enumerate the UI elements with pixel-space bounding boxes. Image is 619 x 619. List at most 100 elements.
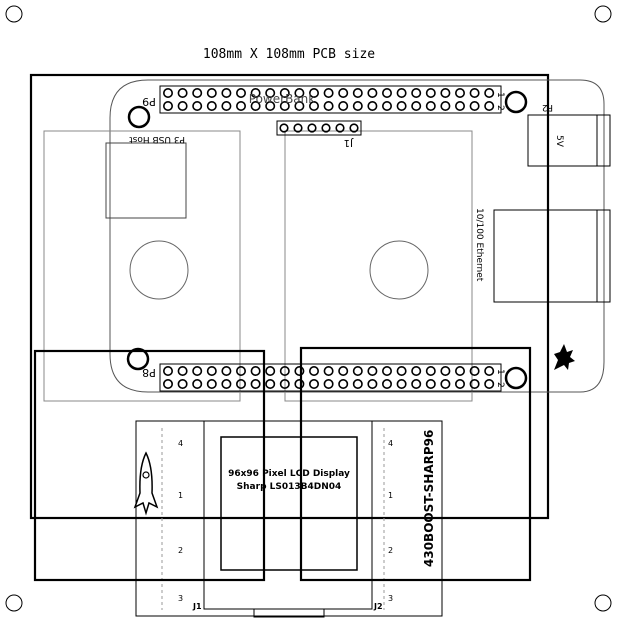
corner-hole-top-left xyxy=(5,5,23,23)
header-pin xyxy=(425,378,436,389)
j1-pin xyxy=(321,123,331,133)
j1-pin xyxy=(279,123,289,133)
mount-hole-p8-left xyxy=(126,347,150,371)
header-pin xyxy=(440,378,451,389)
corner-hole-bottom-right xyxy=(594,594,612,612)
boosterpack-name: 430BOOST-SHARP96 xyxy=(422,430,436,567)
boosterpack-j2-pin-number: 1 xyxy=(388,491,393,500)
header-pin xyxy=(454,88,465,99)
header-pin xyxy=(192,365,203,376)
lcd-description-line2: Sharp LS013B4DN04 xyxy=(237,482,342,492)
left-large-circle xyxy=(129,240,189,300)
header-pin xyxy=(411,101,422,112)
header-pin xyxy=(177,101,188,112)
header-p8-label: P8 xyxy=(142,366,156,379)
header-pin xyxy=(279,88,290,99)
header-pin xyxy=(221,378,232,389)
j1-header-outline xyxy=(276,120,362,136)
header-pin xyxy=(425,365,436,376)
header-pin xyxy=(279,365,290,376)
header-pin xyxy=(469,378,480,389)
header-pin xyxy=(221,101,232,112)
j1-label: J1 xyxy=(344,137,354,148)
header-pin xyxy=(192,88,203,99)
header-pin xyxy=(352,101,363,112)
header-pin xyxy=(338,88,349,99)
header-pin xyxy=(250,88,261,99)
header-pin xyxy=(381,378,392,389)
pcb-outline xyxy=(29,73,550,520)
lcd-tab xyxy=(253,608,325,618)
header-pin xyxy=(425,88,436,99)
header-pin xyxy=(294,88,305,99)
header-pin xyxy=(236,378,247,389)
pcb-size-title: 108mm X 108mm PCB size xyxy=(203,47,375,62)
header-pin xyxy=(265,365,276,376)
header-pin xyxy=(294,365,305,376)
ethernet-jack-tip xyxy=(596,209,611,303)
lcd-screen xyxy=(220,436,358,571)
header-pin xyxy=(163,101,174,112)
header-pin xyxy=(192,101,203,112)
boosterpack-j1-label: J1 xyxy=(192,602,202,611)
power-bank-label: PowerBank xyxy=(249,92,315,106)
power-jack-tip xyxy=(596,114,611,167)
header-pin xyxy=(367,88,378,99)
header-pin xyxy=(221,365,232,376)
boosterpack-j1-pin-number: 1 xyxy=(178,491,183,500)
header-pin xyxy=(367,378,378,389)
header-pin xyxy=(163,88,174,99)
lcd-description-line1: 96x96 Pixel LCD Display xyxy=(228,469,350,479)
header-p8-outline xyxy=(159,363,502,392)
header-pin xyxy=(206,365,217,376)
header-pin xyxy=(440,101,451,112)
header-pin xyxy=(469,88,480,99)
header-pin xyxy=(411,365,422,376)
header-pin xyxy=(469,365,480,376)
header-pin xyxy=(236,88,247,99)
header-pin xyxy=(236,365,247,376)
header-pin xyxy=(294,101,305,112)
rocket-logo-icon xyxy=(133,451,159,516)
header-p9 xyxy=(159,85,502,114)
header-p8-pin1: 1 xyxy=(495,369,505,375)
header-pin xyxy=(484,365,495,376)
header-pin xyxy=(206,101,217,112)
cape-area-outline xyxy=(284,130,473,402)
header-pin xyxy=(367,365,378,376)
header-pin xyxy=(440,365,451,376)
header-pin xyxy=(323,88,334,99)
center-large-circle xyxy=(369,240,429,300)
corner-hole-top-right xyxy=(594,5,612,23)
header-pin xyxy=(163,378,174,389)
header-pin xyxy=(367,101,378,112)
header-p8 xyxy=(159,363,502,392)
header-pin xyxy=(308,365,319,376)
header-p9-label: P9 xyxy=(142,95,156,108)
header-pin xyxy=(396,101,407,112)
boosterpack-j2-pin-number: 2 xyxy=(388,546,393,555)
header-pin xyxy=(250,378,261,389)
header-pin xyxy=(206,378,217,389)
header-pin xyxy=(338,101,349,112)
header-pin xyxy=(352,365,363,376)
boosterpack-j1-pin-number: 4 xyxy=(178,439,183,448)
header-p8-pin2: 2 xyxy=(495,382,505,388)
header-pin xyxy=(308,378,319,389)
header-pin xyxy=(323,378,334,389)
header-pin xyxy=(484,88,495,99)
usb-host-label: P3 USB Host xyxy=(129,134,185,144)
header-pin xyxy=(425,101,436,112)
header-pin xyxy=(279,101,290,112)
mount-hole-p9-right xyxy=(504,90,528,114)
header-pin xyxy=(308,101,319,112)
boosterpack-j2-pin-number: 4 xyxy=(388,439,393,448)
p2-label: P2 xyxy=(542,102,553,112)
j1-pin xyxy=(307,123,317,133)
header-pin xyxy=(163,365,174,376)
header-pin xyxy=(396,378,407,389)
usb-host-box xyxy=(105,142,187,219)
header-pin xyxy=(454,101,465,112)
corner-hole-bottom-left xyxy=(5,594,23,612)
five-v-label: 5V xyxy=(554,135,564,148)
